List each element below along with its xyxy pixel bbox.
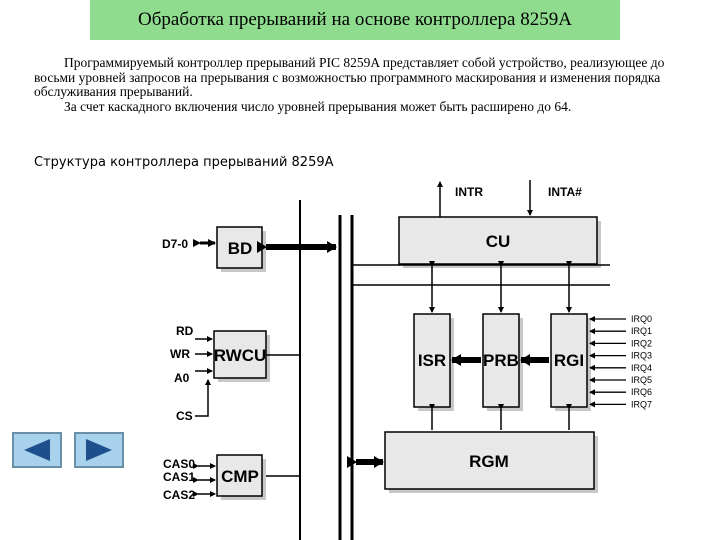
irq-label-3: IRQ3 (631, 351, 652, 361)
irq-label-0: IRQ0 (631, 314, 652, 324)
bd-block (216, 226, 263, 269)
irq-label-1: IRQ1 (631, 326, 652, 336)
prb-label: PRB (483, 351, 519, 370)
cas2-label: CAS2 (163, 488, 195, 502)
rd-label: RD (176, 324, 194, 338)
triangle-right-icon (86, 439, 112, 461)
d70-label: D7-0 (162, 237, 188, 251)
irq-label-2: IRQ2 (631, 338, 652, 348)
wr-label: WR (170, 347, 190, 361)
isr-label: ISR (418, 351, 446, 370)
irq-label-7: IRQ7 (631, 399, 652, 409)
intro-paragraph-1: Программируемый контроллер прерываний PI… (34, 55, 665, 99)
cas1-label: CAS1 (163, 470, 195, 484)
rwcu-label: RWCU (214, 346, 267, 365)
cs-label: CS (176, 409, 193, 423)
a0-label: A0 (174, 371, 190, 385)
triangle-left-icon (24, 439, 50, 461)
prb-block (482, 313, 520, 408)
bd-label: BD (228, 239, 253, 258)
diagram-subtitle: Структура контроллера прерываний 8259А (34, 155, 334, 170)
rgi-label: RGI (554, 351, 584, 370)
isr-block (413, 313, 451, 408)
rgm-label: RGM (469, 452, 509, 471)
irq-label-6: IRQ6 (631, 387, 652, 397)
rwcu-block (213, 330, 267, 379)
next-slide-button[interactable] (74, 432, 124, 468)
cu-block (398, 216, 598, 265)
intr-label: INTR (455, 185, 483, 199)
slide-title-bar: Обработка прерываний на основе контролле… (90, 0, 620, 40)
cu-label: CU (486, 232, 511, 251)
rgm-block (384, 431, 595, 490)
prev-slide-button[interactable] (12, 432, 62, 468)
cmp-block (216, 454, 263, 497)
irq-label-5: IRQ5 (631, 375, 652, 385)
cmp-label: CMP (221, 467, 259, 486)
inta-label: INTA# (548, 185, 582, 199)
cs-arrow (195, 379, 211, 417)
cas0-label: CAS0 (163, 457, 195, 471)
slide-title: Обработка прерываний на основе контролле… (138, 9, 572, 30)
intro-paragraph-2: За счет каскадного включения число уровн… (64, 98, 572, 114)
rgi-block (550, 313, 588, 408)
intro-text: Программируемый контроллер прерываний PI… (34, 55, 682, 114)
irq-label-4: IRQ4 (631, 363, 652, 373)
